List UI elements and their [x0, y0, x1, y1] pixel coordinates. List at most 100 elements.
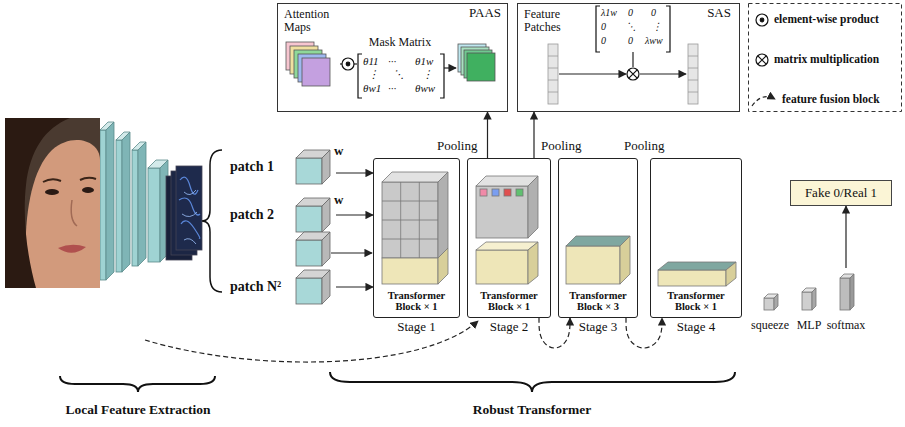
stage-blocks [480, 189, 487, 196]
patch-label: patch 2 [230, 207, 274, 223]
matrix-cell: 0 [601, 35, 606, 47]
element-wise-product-symbol [756, 14, 768, 26]
connector-arrow [487, 112, 488, 158]
transformer-stage: Transformer Block × 3Stage 3 [558, 158, 638, 318]
matrix-cell: θ11 [363, 55, 379, 68]
feature-slabs [148, 168, 160, 262]
legend-text: element-wise product [774, 13, 879, 26]
feature-maps [179, 177, 200, 238]
transformer-stage: Transformer Block × 1Stage 1 [373, 158, 460, 318]
section-label: Robust Transformer [473, 402, 591, 418]
legend-frame [749, 4, 902, 112]
stage-blocks [492, 189, 499, 196]
stage-blocks [438, 172, 448, 258]
attention-maps: Attention Maps [282, 6, 340, 92]
stage-blocks [802, 292, 812, 310]
node-text: softmax [827, 319, 866, 333]
element-wise-product-symbol [760, 18, 764, 22]
connector-arrow [336, 286, 373, 287]
sas-panel: Feature Patches SAS [517, 3, 740, 112]
feature-maps [166, 166, 202, 260]
matrix-cell: λ1w [601, 7, 617, 19]
matrix-cell: ··· [388, 55, 396, 68]
face-image [5, 118, 70, 288]
matrix-cell: λww [645, 35, 663, 47]
pooling-label: Pooling [541, 139, 581, 154]
patch-vector [548, 56, 558, 92]
patch-arrow [331, 252, 372, 253]
stage-block-text: Transformer Block × 3 [562, 290, 634, 313]
panel-title: SAS [707, 6, 731, 21]
softmax-block: softmax [822, 268, 870, 333]
output-box: Fake 0/Real 1 [790, 180, 892, 206]
transformer-stage: Transformer Block × 1Stage 4 [650, 158, 742, 318]
matrix-cell: ··· [388, 82, 396, 95]
matrix-cell: ⋮ [368, 68, 379, 81]
stage-blocks [658, 270, 726, 286]
node-text: squeeze [751, 319, 789, 333]
section-brace [60, 376, 215, 392]
patch-cube [322, 232, 330, 266]
patch-cube [296, 240, 322, 266]
matrix-multiplication-symbol [629, 70, 637, 78]
connector-arrow [845, 206, 846, 268]
face-image [43, 178, 96, 182]
face-image [5, 118, 100, 288]
patch-cube [296, 206, 322, 232]
patch-cube: patch 1 [228, 146, 336, 188]
matrix-cell: θ1w [415, 55, 433, 68]
matrix-bracket [358, 54, 362, 98]
feature-slabs [122, 132, 130, 272]
patch-vector [548, 44, 558, 104]
stage-blocks [566, 236, 630, 246]
patch-cube [322, 270, 330, 304]
node-text: Mask Matrix [369, 36, 431, 50]
feature-slabs [116, 140, 122, 272]
matrix-cell: θw1 [363, 82, 381, 95]
node-text: MLP [797, 319, 822, 333]
stage-blocks [504, 189, 511, 196]
stage-blocks [566, 246, 620, 284]
face-image [26, 140, 100, 288]
stage-blocks [382, 172, 854, 310]
stage-blocks [382, 182, 438, 258]
stage-blocks [774, 294, 778, 310]
matrix-cell: ⋱ [393, 68, 404, 81]
stage-label: Stage 1 [397, 320, 436, 335]
operation-arrow [640, 73, 686, 74]
node-text: Fake 0/Real 1 [805, 186, 877, 201]
patch-cube [296, 158, 322, 184]
fusion-arrow [145, 321, 478, 362]
patch-vector [688, 44, 698, 104]
stage-blocks [726, 262, 736, 286]
matrix-cell: ⋮ [422, 68, 433, 81]
panel-title: PAAS [469, 6, 501, 21]
face-image [45, 189, 59, 195]
stage-blocks [850, 274, 854, 310]
transformer-stage: Transformer Block × 1Stage 2 [467, 158, 551, 318]
connector-arrow [336, 172, 373, 173]
patch-cube [296, 278, 322, 304]
patch-label: patch 1 [230, 159, 274, 175]
feature-patches: Feature Patches [522, 6, 584, 108]
feature-slabs [138, 142, 146, 266]
element-wise-product-symbol [346, 62, 350, 66]
matrix-cell: ⋮ [652, 21, 662, 33]
connector-arrow [336, 214, 373, 215]
matrix-bracket [596, 6, 600, 52]
feature-maps [182, 190, 197, 244]
patch-arrow [331, 253, 372, 254]
stage-blocks [840, 278, 850, 310]
stage-blocks [476, 250, 528, 284]
matrix-cell: 0 [651, 7, 656, 19]
matrix-cell: 0 [628, 35, 633, 47]
stage-label: Stage 4 [677, 320, 716, 335]
matrix-bracket [666, 6, 670, 52]
stage-blocks [438, 248, 448, 284]
operation-arrow [444, 67, 456, 68]
patch-cube: patch N² [228, 268, 336, 306]
patch-cube [296, 150, 330, 304]
stage-block-text: Transformer Block × 1 [377, 290, 456, 313]
operation-arrow [559, 73, 626, 74]
node-text: Feature Patches [524, 8, 576, 33]
